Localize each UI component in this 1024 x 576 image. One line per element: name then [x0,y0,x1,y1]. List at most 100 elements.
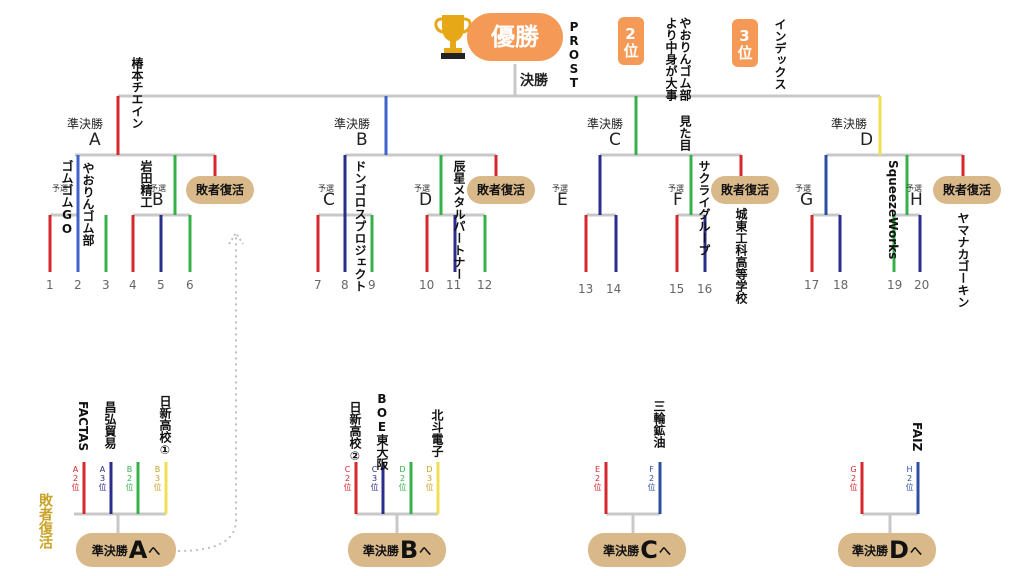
to-semi-c-pill: 準決勝Cへ [588,533,686,567]
semi-a-winner: 椿本チエイン [130,57,144,129]
group-letter-c: C [323,190,335,210]
loser-team-masahiro: 昌弘貿易 [103,401,117,449]
loser-team-nisshin2: 日新高校② [348,401,362,463]
to-semi-letter: B [399,536,419,564]
slot-number: 11 [446,278,462,292]
semi-label-d: 準決勝 [831,117,868,131]
semi-letter-c: C [609,130,621,150]
tag-c3: C3位 [370,465,379,491]
prelim-label-f: 予選 [668,184,684,193]
revival-pill-d: 敗者復活 [933,176,1001,204]
tag-g2: G2位 [849,465,858,491]
loser-team-nisshin1: 日新高校① [158,395,172,457]
to-semi-b-pill: 準決勝Bへ [348,533,446,567]
tag-b2: B2位 [125,465,134,491]
tag-a3: A3位 [98,465,107,491]
to-semi-he: へ [909,544,922,558]
to-semi-label: 準決勝 [852,544,889,558]
team-iwata: 岩田精工 [139,160,153,208]
revival-section-title: 敗者復活 [37,493,53,549]
group-letter-h: H [910,190,923,210]
slot-number: 10 [419,278,435,292]
second-place-badge: 2位 [618,17,644,65]
semi-letter-a: A [89,130,101,150]
slot-number: 5 [157,278,165,292]
third-place-badge: 3位 [732,19,758,67]
prelim-label-h: 予選 [906,184,922,193]
tag-d2: D2位 [398,465,407,491]
to-semi-he: へ [419,544,432,558]
revival-pill-c: 敗者復活 [711,176,779,204]
slot-number: 1 [46,278,54,292]
to-semi-letter: C [640,536,658,564]
slot-number: 19 [887,278,903,292]
team-tatsuboshi: 辰星メタルパートナー [452,160,466,280]
slot-number: 9 [368,278,376,292]
prelim-label-e: 予選 [552,184,568,193]
team-johtoh: 城東工科高等学校 [734,208,748,304]
slot-number: 17 [804,278,820,292]
prelim-label-b: 予選 [150,184,166,193]
prelim-label-d: 予選 [414,184,430,193]
slot-number: 8 [341,278,349,292]
champion-team: PROST [567,20,581,90]
prelim-label-g: 予選 [795,184,811,193]
to-semi-he: へ [148,544,161,558]
to-semi-d-pill: 準決勝Dへ [838,533,936,567]
to-semi-a-pill: 準決勝Aへ [76,533,176,567]
tag-e2: E2位 [593,465,602,491]
to-semi-label: 準決勝 [603,544,640,558]
tag-b3: B3位 [153,465,162,491]
slot-number: 4 [129,278,137,292]
slot-number: 3 [102,278,110,292]
champion-badge: 優勝 [467,13,563,61]
revival-pill-a: 敗者復活 [186,176,254,204]
semi-label-b: 準決勝 [334,117,371,131]
to-semi-label: 準決勝 [91,544,128,558]
slot-number: 14 [606,282,622,296]
to-semi-letter: D [889,536,909,564]
slot-number: 2 [74,278,82,292]
loser-team-faiz: FAIZ [910,422,924,452]
semi-letter-b: B [356,130,368,150]
semi-letter-d: D [860,130,874,150]
loser-team-hokuto: 北斗電子 [430,409,444,457]
group-letter-e: E [557,190,568,210]
slot-number: 18 [833,278,849,292]
to-semi-letter: A [128,536,148,564]
prelim-label-c: 予選 [318,184,334,193]
slot-number: 7 [314,278,322,292]
semi-label-a: 準決勝 [67,117,104,131]
loser-team-factas: FACTAS [76,401,90,452]
tag-a2: A2位 [71,465,80,491]
tag-h2: H2位 [905,465,914,491]
team-gomugomu: ゴムゴムGO [60,160,74,236]
tag-f2: F2位 [647,465,656,491]
tag-d3: D3位 [425,465,434,491]
slot-number: 20 [914,278,930,292]
slot-number: 12 [477,278,493,292]
team-dongoro: ドンゴロスプロジェクト [353,160,367,292]
slot-number: 15 [669,282,685,296]
loser-team-boe: BOE東大阪 [375,392,389,470]
group-letter-b: B [152,190,164,210]
final-label: 決勝 [520,73,548,89]
group-letter-f: F [673,190,683,210]
team-sakura: サクライグループ [697,160,711,256]
revival-pill-b: 敗者復活 [467,176,535,204]
team-squeeze: SqueezeWorks [886,160,900,260]
group-letter-d: D [419,190,433,210]
team-yamanaka: ヤマナカゴーキン [956,212,970,308]
second-place-team: やおりんゴム部 見た目より中身が大事 [664,17,692,151]
team-yaorin: やおりんゴム部 [81,162,95,246]
to-semi-label: 準決勝 [362,544,399,558]
semi-label-c: 準決勝 [587,117,624,131]
third-place-team: インデックス [773,18,787,90]
tag-c2: C2位 [343,465,352,491]
slot-number: 6 [186,278,194,292]
to-semi-he: へ [658,544,671,558]
slot-number: 16 [697,282,713,296]
group-letter-g: G [800,190,814,210]
